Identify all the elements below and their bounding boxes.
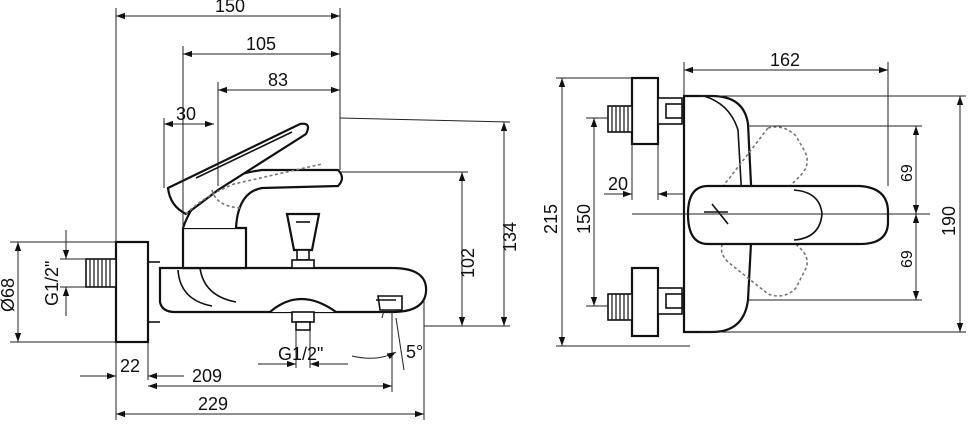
dim-g12-outlet: G1/2" — [278, 344, 323, 364]
dim-102: 102 — [458, 248, 478, 278]
dim-215: 215 — [541, 204, 561, 234]
dim-105: 105 — [246, 34, 276, 54]
dim-209: 209 — [192, 366, 222, 386]
dim-134: 134 — [500, 222, 520, 252]
dim-angle-5: 5° — [406, 342, 423, 362]
handle-front — [686, 184, 890, 246]
front-view: 162 215 150 20 69 69 190 — [541, 50, 966, 347]
bottom-outlet — [269, 298, 337, 331]
dim-22: 22 — [120, 356, 140, 376]
mixer-body — [158, 266, 428, 319]
dim-150: 150 — [215, 0, 245, 16]
dim-69-bottom: 69 — [899, 250, 916, 268]
dim-83: 83 — [268, 70, 288, 90]
dim-g12-wall: G1/2" — [42, 261, 62, 306]
lower-connector — [607, 266, 683, 338]
wall-connector-thread — [85, 258, 117, 288]
lever-ghost-position — [185, 163, 323, 215]
dim-190: 190 — [939, 206, 959, 236]
dim-162: 162 — [770, 50, 800, 70]
dim-229: 229 — [198, 394, 228, 414]
dim-69-top: 69 — [899, 164, 916, 182]
diverter-knob — [285, 212, 321, 269]
dim-150-front: 150 — [574, 204, 594, 234]
dim-diameter-68: Ø68 — [0, 278, 18, 312]
upper-connector — [607, 76, 683, 146]
wall-flange — [114, 240, 160, 344]
dim-30: 30 — [176, 104, 196, 124]
side-view: 150 105 83 30 134 102 Ø68 G1/2" G1/2" — [0, 0, 520, 420]
lever-handle — [166, 122, 310, 216]
dim-20: 20 — [608, 174, 628, 194]
